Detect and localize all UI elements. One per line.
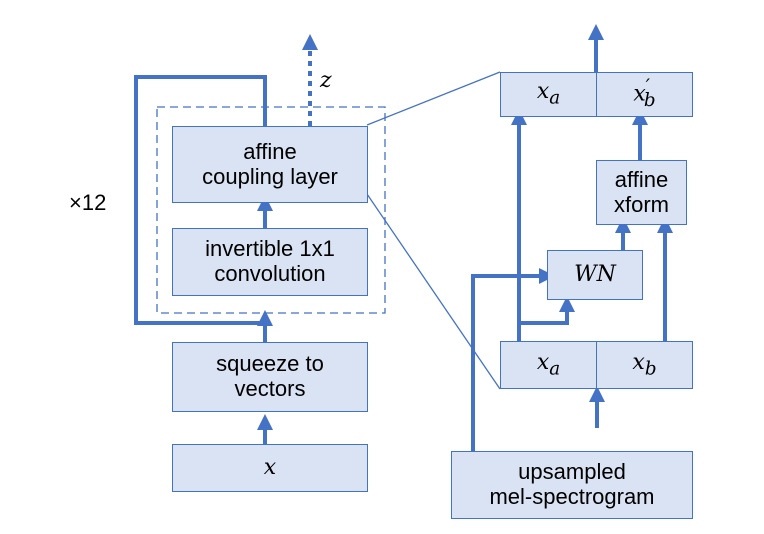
top-xb-prime: ′ xyxy=(645,76,650,98)
arrow-mel-to-wn xyxy=(471,268,555,451)
input-x-box: x xyxy=(172,444,368,492)
top-xb-sub: b xyxy=(643,90,656,112)
top-xa-sub: a xyxy=(549,87,561,109)
top-xa-box: xa xyxy=(500,72,597,117)
top-xb-base: x xyxy=(633,81,646,107)
bottom-xa-box: xa xyxy=(500,341,597,389)
wn-label: WN xyxy=(574,261,616,287)
zoom-line-top xyxy=(366,71,501,126)
invertible-conv-line2: convolution xyxy=(214,261,326,286)
invertible-conv-line1: invertible 1x1 xyxy=(205,236,335,262)
affine-coupling-line2: coupling layer xyxy=(202,163,338,189)
bottom-xa-sub: a xyxy=(549,357,561,379)
top-xb-prime-box: x′b xyxy=(596,72,693,117)
wn-box: WN xyxy=(547,250,643,300)
affine-coupling-line1: affine xyxy=(243,138,297,164)
repeat-loop xyxy=(134,75,267,325)
bottom-xb-sub: b xyxy=(644,357,657,379)
squeeze-line1: squeeze to xyxy=(216,351,324,377)
arrow-xa-to-wn xyxy=(519,296,575,325)
mel-line2: mel-spectrogram xyxy=(489,484,655,509)
top-xa-base: x xyxy=(536,79,550,105)
bottom-xb-box: xb xyxy=(596,341,693,389)
zoom-line-bottom xyxy=(366,193,501,390)
repeat-count-label: ×12 xyxy=(69,190,107,215)
input-x-label: x xyxy=(263,454,277,480)
bottom-xa-base: x xyxy=(536,349,550,375)
affine-xform-line1: affine xyxy=(614,166,669,192)
squeeze-line2: vectors xyxy=(234,376,306,401)
z-label: z xyxy=(320,68,332,93)
affine-xform-line2: xform xyxy=(614,191,669,217)
bottom-xb-base: x xyxy=(632,349,645,375)
mel-line1: upsampled xyxy=(518,459,626,485)
